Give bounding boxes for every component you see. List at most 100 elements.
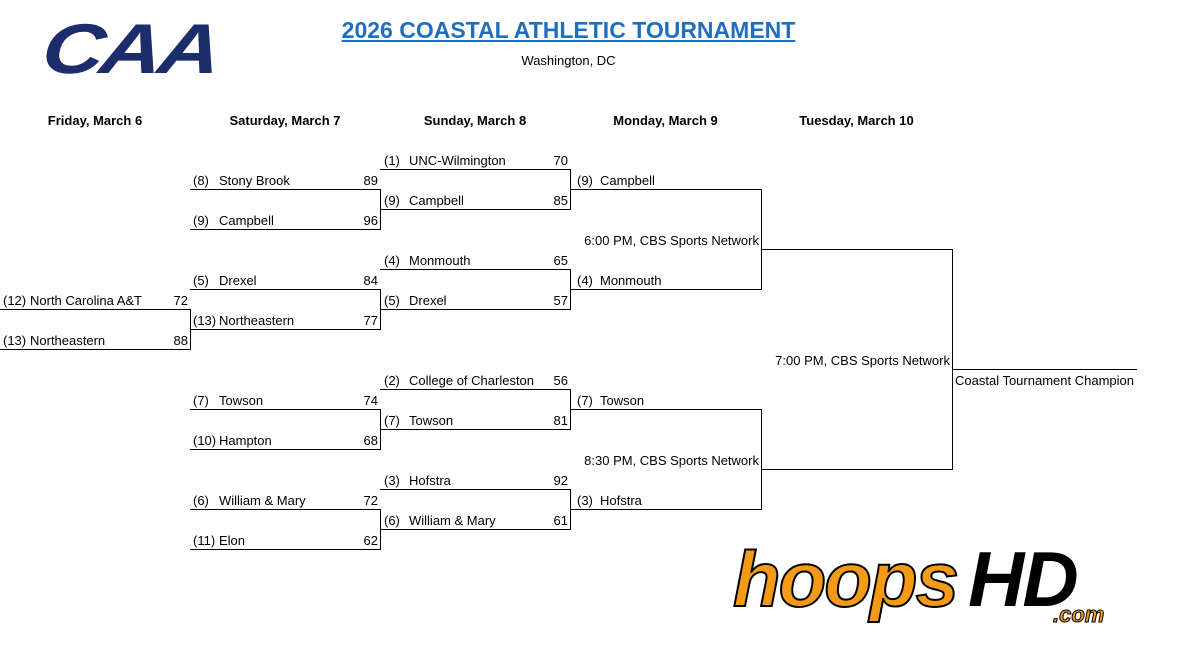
team-slot: (9) Campbell 85 [384,193,568,209]
day-header-saturday: Saturday, March 7 [229,113,341,128]
team-slot: (13) Northeastern 77 [193,313,378,329]
day-header-friday: Friday, March 6 [47,113,143,128]
team-slot: (9) Campbell [577,173,759,189]
bracket-line-sf-g1 [570,189,762,290]
hoopshd-logo-main: hoops [732,535,960,623]
team-name: Northeastern [30,333,106,348]
team-name: Campbell [409,193,464,208]
day-header-sunday: Sunday, March 8 [423,113,527,128]
team-slot: (11) Elon 62 [193,533,378,549]
team-score: 77 [363,313,378,328]
team-seed: (9) [577,173,593,188]
team-score: 85 [553,193,568,208]
team-name: Drexel [219,273,257,288]
team-name: Towson [600,393,645,408]
team-score: 88 [173,333,188,348]
location-subtitle: Washington, DC [521,53,616,68]
team-seed: (1) [384,153,400,168]
team-seed: (7) [193,393,209,408]
team-seed: (6) [193,493,209,508]
team-slot: (4) Monmouth 65 [384,253,568,269]
team-score: 96 [363,213,378,228]
team-slot: (7) Towson 74 [193,393,378,409]
day-header-tuesday: Tuesday, March 10 [799,113,914,128]
team-seed: (6) [384,513,400,528]
team-seed: (2) [384,373,400,388]
team-seed: (12) [3,293,27,308]
team-name: Northeastern [219,313,295,328]
team-slot: (7) Towson 81 [384,413,568,429]
team-score: 92 [553,473,568,488]
team-seed: (3) [384,473,400,488]
team-seed: (10) [193,433,217,448]
team-slot: (12) North Carolina A&T 72 [3,293,188,309]
team-score: 89 [363,173,378,188]
team-seed: (11) [193,533,216,548]
team-score: 65 [553,253,568,268]
team-score: 72 [363,493,378,508]
team-seed: (5) [193,273,209,288]
team-name: Towson [219,393,264,408]
team-name: Campbell [219,213,274,228]
broadcast-info: 7:00 PM, CBS Sports Network [775,353,950,368]
team-score: 81 [553,413,568,428]
team-name: UNC-Wilmington [409,153,506,168]
broadcast-info: 8:30 PM, CBS Sports Network [584,453,759,468]
team-name: Hofstra [600,493,642,508]
team-score: 84 [363,273,378,288]
team-name: Hampton [219,433,272,448]
hoopshd-logo-suffix: .com [1052,602,1105,628]
team-name: Monmouth [600,273,662,288]
team-name: Drexel [409,293,447,308]
team-slot: (3) Hofstra 92 [384,473,568,489]
team-name: William & Mary [409,513,496,528]
team-seed: (8) [193,173,209,188]
team-name: Monmouth [409,253,471,268]
team-score: 70 [553,153,568,168]
team-name: Stony Brook [219,173,290,188]
bracket-line-sf-g2 [570,409,762,510]
team-slot: (4) Monmouth [577,273,759,289]
team-name: Campbell [600,173,655,188]
team-score: 61 [553,513,568,528]
team-slot: (9) Campbell 96 [193,213,378,229]
team-name: William & Mary [219,493,306,508]
bracket-line-final [761,249,953,470]
team-seed: (9) [193,213,209,228]
day-header-monday: Monday, March 9 [613,113,718,128]
team-name: Hofstra [409,473,451,488]
team-name: North Carolina A&T [30,293,142,308]
team-seed: (9) [384,193,400,208]
team-slot: (2) College of Charleston 56 [384,373,568,389]
team-score: 62 [363,533,378,548]
team-slot: (1) UNC-Wilmington 70 [384,153,568,169]
team-slot: (8) Stony Brook 89 [193,173,378,189]
team-slot: (5) Drexel 84 [193,273,378,289]
team-seed: (3) [577,493,593,508]
team-slot: (13) Northeastern 88 [3,333,188,349]
team-seed: (13) [3,333,27,348]
team-score: 68 [363,433,378,448]
team-slot: (6) William & Mary 72 [193,493,378,509]
page-title: 2026 COASTAL ATHLETIC TOURNAMENT [341,17,796,43]
team-score: 72 [173,293,188,308]
hoopshd-logo: hoops HD .com [732,535,1133,635]
team-seed: (13) [193,313,217,328]
team-slot: (5) Drexel 57 [384,293,568,309]
team-name: College of Charleston [409,373,535,388]
team-seed: (5) [384,293,400,308]
team-score: 56 [553,373,568,388]
team-slot: (6) William & Mary 61 [384,513,568,529]
team-name: Elon [219,533,246,548]
broadcast-info: 6:00 PM, CBS Sports Network [584,233,759,248]
team-seed: (7) [384,413,400,428]
team-slot: (10) Hampton 68 [193,433,378,449]
bracket-line-r1-top [0,309,191,350]
team-name: Towson [409,413,454,428]
team-slot: (3) Hofstra [577,493,759,509]
team-seed: (7) [577,393,593,408]
team-score: 74 [363,393,378,408]
team-slot: (7) Towson [577,393,759,409]
champion-label: Coastal Tournament Champion [955,373,1134,388]
